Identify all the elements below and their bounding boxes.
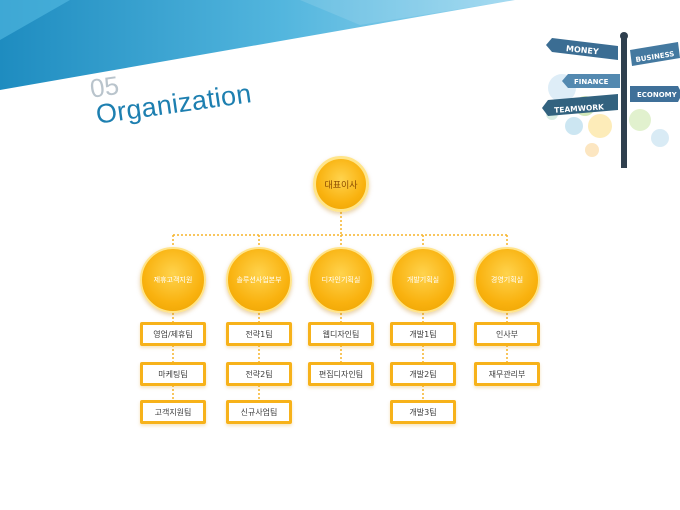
department-label: 개발기획실 (406, 276, 440, 284)
org-node-department: 디자인기획실 (308, 247, 374, 313)
signpost-teamwork: TEAMWORK (554, 102, 605, 115)
org-node-department: 개발기획실 (390, 247, 456, 313)
signpost-illustration: MONEY BUSINESS FINANCE ECONOMY TEAMWORK (542, 32, 680, 168)
department-label: 제휴고객지원 (153, 276, 193, 284)
team-label: 신규사업팀 (240, 407, 278, 417)
team-label: 개발1팀 (409, 329, 437, 339)
department-label: 솔루션사업본부 (236, 276, 282, 284)
org-node-department: 제휴고객지원 (140, 247, 206, 313)
team-label: 마케팅팀 (158, 369, 188, 379)
org-team-box: 개발3팀 (390, 400, 456, 424)
org-node-department: 경영기획실 (474, 247, 540, 313)
org-team-box: 신규사업팀 (226, 400, 292, 424)
department-label: 디자인기획실 (321, 276, 361, 284)
org-team-box: 웹디자인팀 (308, 322, 374, 346)
org-node-department: 솔루션사업본부 (226, 247, 292, 313)
org-team-box: 재무관리부 (474, 362, 540, 386)
signpost-finance: FINANCE (574, 78, 609, 86)
team-label: 재무관리부 (488, 369, 526, 379)
org-node-ceo-label: 대표이사 (324, 180, 358, 191)
org-team-box: 전략2팀 (226, 362, 292, 386)
signpost-economy: ECONOMY (637, 91, 678, 99)
team-label: 고객지원팀 (154, 407, 192, 417)
team-label: 개발3팀 (409, 407, 437, 417)
org-team-box: 개발2팀 (390, 362, 456, 386)
org-team-box: 마케팅팀 (140, 362, 206, 386)
org-node-ceo: 대표이사 (313, 156, 369, 212)
org-team-box: 고객지원팀 (140, 400, 206, 424)
team-label: 전략1팀 (245, 329, 273, 339)
team-label: 개발2팀 (409, 369, 437, 379)
team-label: 영업/제휴팀 (153, 329, 193, 339)
team-label: 편집디자인팀 (318, 369, 364, 379)
team-label: 인사부 (495, 329, 519, 339)
org-team-box: 전략1팀 (226, 322, 292, 346)
org-team-box: 영업/제휴팀 (140, 322, 206, 346)
signpost-money: MONEY (566, 44, 600, 56)
org-team-box: 편집디자인팀 (308, 362, 374, 386)
team-label: 웹디자인팀 (322, 329, 360, 339)
header-banner (0, 0, 515, 90)
org-team-box: 인사부 (474, 322, 540, 346)
department-label: 경영기획실 (490, 276, 524, 284)
org-team-box: 개발1팀 (390, 322, 456, 346)
team-label: 전략2팀 (245, 369, 273, 379)
signpost-signs (542, 38, 680, 116)
